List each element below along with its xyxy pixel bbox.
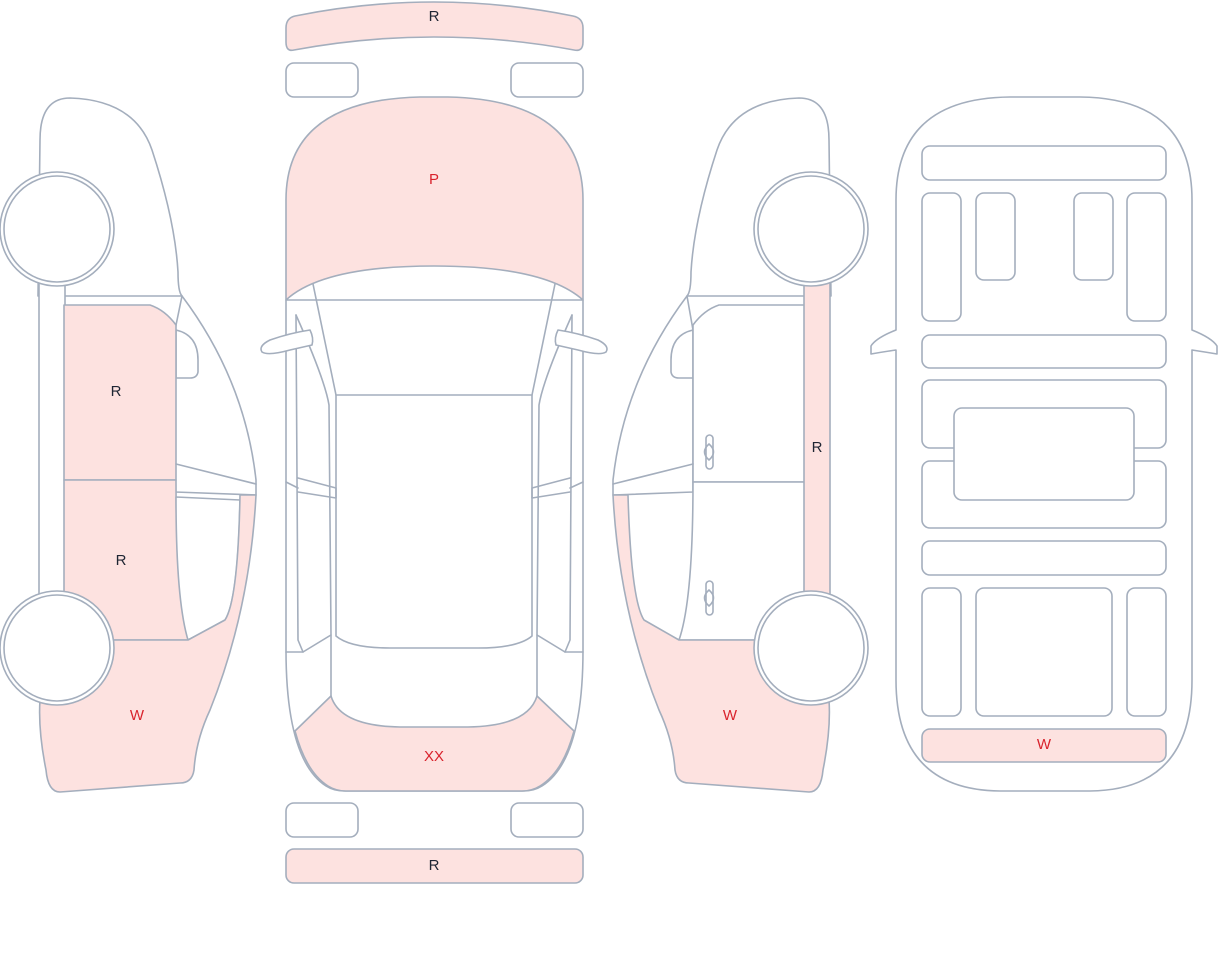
- right-mirror[interactable]: [554, 329, 608, 355]
- roof-outline: [335, 394, 533, 649]
- rear-seat-row[interactable]: [921, 540, 1167, 576]
- interior-rear-panel-label: W: [1037, 736, 1052, 753]
- left-front-wheel[interactable]: [3, 175, 111, 283]
- rear-right-taillight[interactable]: [510, 802, 584, 838]
- rear-window-line: [330, 634, 538, 697]
- right-rear-door-handle-ring: [703, 589, 715, 607]
- left-front-door-label: R: [111, 383, 122, 400]
- front-bumper[interactable]: [285, 1, 584, 52]
- left-inner-sill: [295, 314, 304, 653]
- left-side-mirror[interactable]: [175, 329, 199, 379]
- driver-seat[interactable]: [975, 192, 1016, 281]
- right-rear-quarter-label: W: [723, 707, 738, 724]
- left-rear-wheel[interactable]: [3, 594, 111, 702]
- left-rear-quarter[interactable]: [38, 494, 257, 793]
- right-front-door[interactable]: [692, 304, 806, 483]
- right-door-split: [531, 477, 584, 499]
- right-rear-door-handle[interactable]: [705, 580, 714, 616]
- rear-bumper[interactable]: [285, 848, 584, 884]
- left-side-sill[interactable]: [38, 281, 66, 603]
- right-side-view: R W: [612, 97, 869, 793]
- right-side-mirror[interactable]: [670, 329, 694, 379]
- right-front-door-handle[interactable]: [705, 434, 714, 470]
- right-front-seat-side[interactable]: [1126, 192, 1167, 322]
- center-console[interactable]: [953, 407, 1135, 501]
- right-side-a-pillar[interactable]: [612, 295, 694, 496]
- dashboard[interactable]: [921, 145, 1167, 181]
- left-front-seat-side[interactable]: [921, 192, 962, 322]
- left-rear-door-label: R: [116, 552, 127, 569]
- passenger-seat[interactable]: [1073, 192, 1114, 281]
- interior-rear-panel[interactable]: [921, 728, 1167, 763]
- hood[interactable]: [285, 96, 584, 301]
- left-mirror[interactable]: [260, 329, 314, 355]
- top-view: R P XX R: [260, 1, 608, 884]
- windshield-frame: [312, 283, 556, 396]
- left-rear-quarter-label: W: [130, 707, 145, 724]
- rear-left-compartment[interactable]: [921, 587, 962, 717]
- front-left-headlight[interactable]: [285, 62, 359, 98]
- right-front-wheel[interactable]: [757, 175, 865, 283]
- left-door-split: [285, 477, 337, 499]
- left-side-window-strip: [175, 463, 257, 485]
- right-front-door-handle-ring: [703, 443, 715, 461]
- right-rear-quarter[interactable]: [612, 494, 831, 793]
- front-right-headlight[interactable]: [510, 62, 584, 98]
- right-inner-sill: [564, 314, 573, 653]
- left-side-a-pillar[interactable]: [174, 295, 257, 496]
- rear-left-taillight[interactable]: [285, 802, 359, 838]
- cargo-area[interactable]: [975, 587, 1113, 717]
- interior-view: W: [870, 96, 1218, 792]
- hood-label: P: [429, 171, 439, 188]
- right-side-window-strip: [612, 463, 694, 485]
- front-seat-row[interactable]: [921, 334, 1167, 369]
- left-front-door[interactable]: [63, 304, 177, 481]
- right-rocker-sill-label: R: [812, 439, 823, 456]
- front-bumper-label: R: [429, 8, 440, 25]
- rear-bumper-label: R: [429, 857, 440, 874]
- trunk-label: XX: [424, 748, 444, 765]
- trunk[interactable]: [294, 695, 575, 792]
- rear-right-compartment[interactable]: [1126, 587, 1167, 717]
- right-rear-wheel[interactable]: [757, 594, 865, 702]
- left-side-view: R R W: [0, 97, 257, 793]
